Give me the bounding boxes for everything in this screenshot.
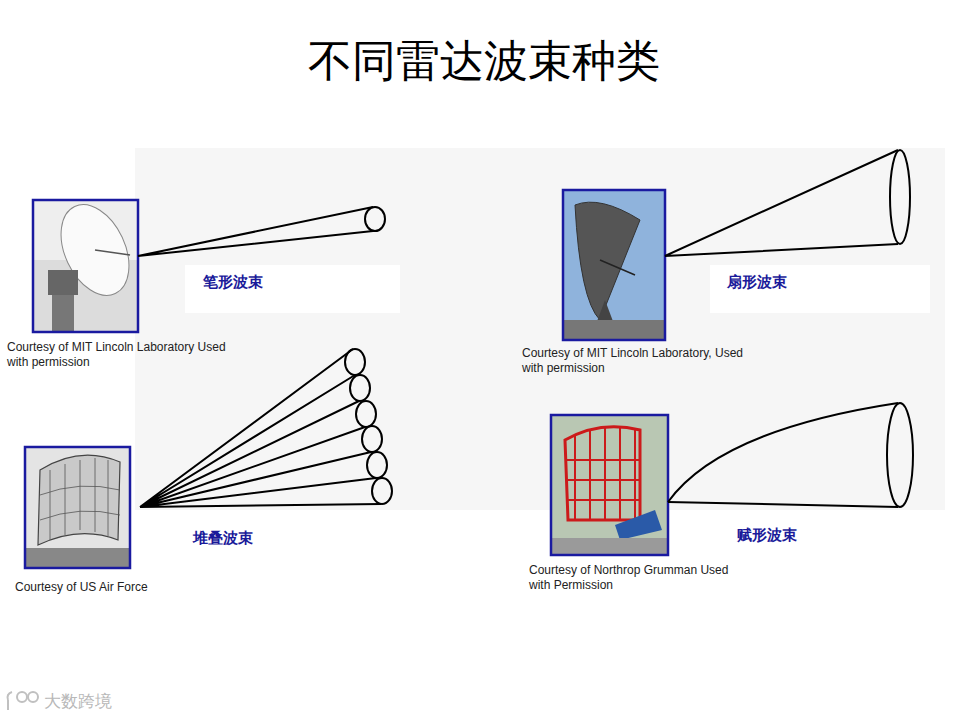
beam-name: 笔形波束	[200, 272, 266, 293]
photo-credit: Courtesy of Northrop Grumman Used with P…	[529, 563, 729, 593]
label-patch	[720, 518, 940, 558]
radar-photo	[563, 190, 665, 340]
watermark-logo	[8, 692, 39, 710]
photo-credit: Courtesy of US Air Force	[15, 580, 215, 595]
shaped-beam	[668, 403, 913, 507]
radar-photo	[551, 415, 668, 555]
beam-name: 堆叠波束	[190, 528, 256, 549]
radar-photo	[33, 194, 142, 332]
slide-title: 不同雷达波束种类	[4, 32, 960, 91]
label-patch	[180, 520, 395, 560]
watermark: 大数跨境	[44, 690, 112, 713]
label-patch	[185, 265, 400, 313]
label-patch	[710, 265, 930, 313]
radar-photo	[25, 447, 130, 568]
fan-beam	[665, 150, 910, 256]
stacked-beam	[140, 349, 392, 507]
photo-credit: Courtesy of MIT Lincoln Laboratory, Used…	[522, 346, 762, 376]
beam-name: 扇形波束	[724, 272, 790, 293]
pencil-beam	[138, 207, 385, 256]
photo-credit: Courtesy of MIT Lincoln Laboratory Used …	[7, 340, 237, 370]
beam-name: 赋形波束	[734, 525, 800, 546]
panel-ground	[135, 148, 945, 510]
